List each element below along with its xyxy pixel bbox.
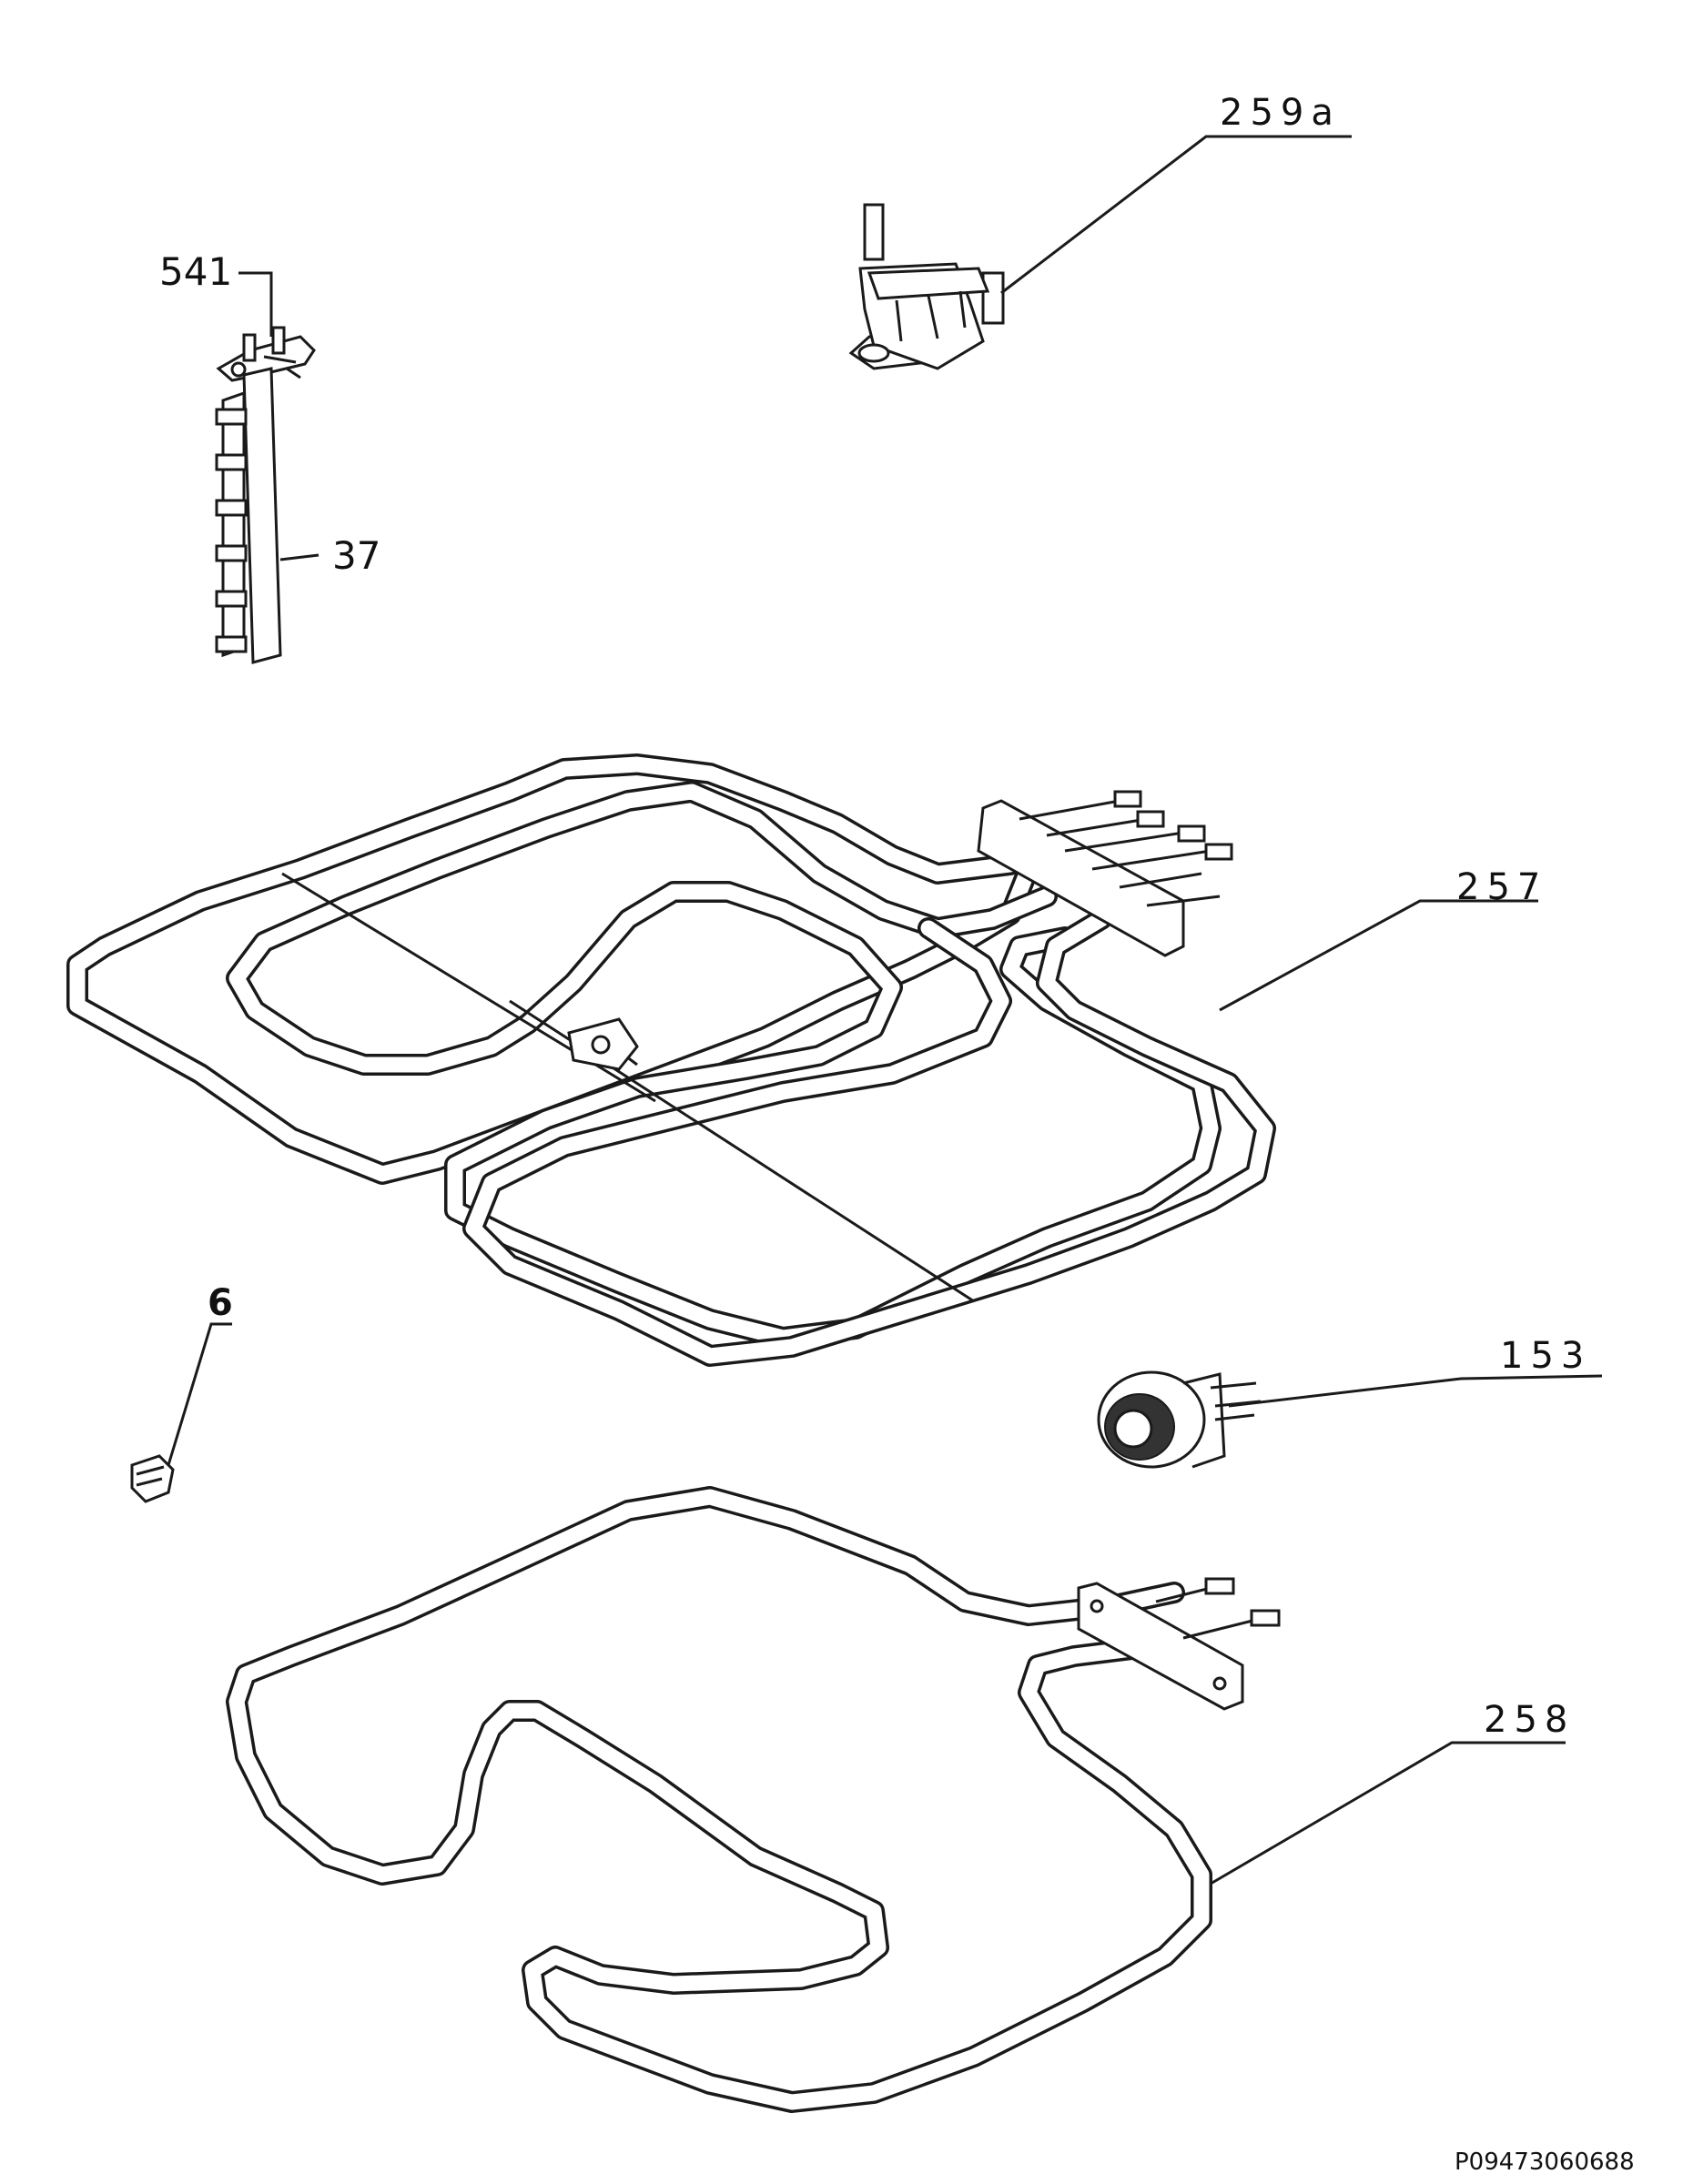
label-6: 6 — [208, 1282, 233, 1324]
leader-6 — [167, 1322, 232, 1466]
leader-541 — [238, 271, 273, 337]
label-258: 258 — [1484, 1699, 1576, 1741]
part-257-grill-element — [66, 753, 1276, 1367]
part-258-bottom-element — [226, 1486, 1281, 2113]
label-257: 257 — [1456, 866, 1548, 908]
label-259a: 259a — [1220, 92, 1341, 134]
leader-259a — [1000, 135, 1352, 295]
leader-37 — [279, 553, 319, 561]
leader-153 — [1228, 1374, 1603, 1408]
part-541-clip — [216, 326, 316, 382]
part-6-clip — [130, 1454, 175, 1503]
grill-terminals — [1019, 790, 1233, 907]
label-37: 37 — [332, 533, 381, 578]
leader-258 — [1210, 1741, 1566, 1886]
label-153: 153 — [1500, 1335, 1592, 1377]
part-259a-switch — [848, 203, 1005, 370]
reference-code: P09473060688 — [1455, 2149, 1635, 2176]
part-153-thermal-limiter — [1097, 1370, 1262, 1469]
label-541: 541 — [159, 249, 233, 294]
part-37-terminal-block — [215, 367, 282, 664]
leader-257 — [1219, 899, 1538, 1012]
